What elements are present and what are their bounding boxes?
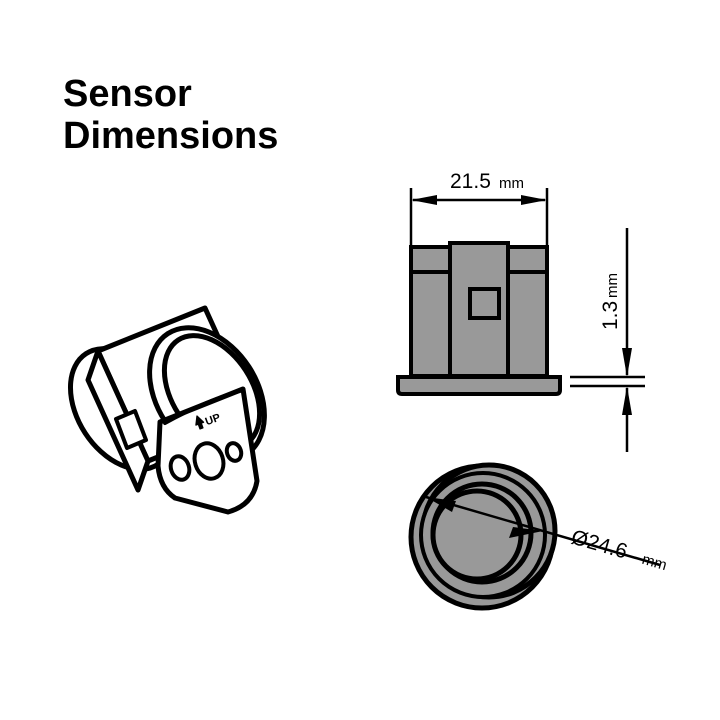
diameter-arrow-start-icon <box>426 497 456 512</box>
width-arrow-left-icon <box>411 195 437 205</box>
width-arrow-right-icon <box>521 195 547 205</box>
diameter-unit: mm <box>640 551 669 574</box>
up-label: UP <box>204 412 222 429</box>
side-base-flange <box>396 375 562 396</box>
side-square-feature <box>468 287 501 320</box>
title-line-2: Dimensions <box>63 115 278 157</box>
iso-aperture-small-right <box>224 441 244 463</box>
isometric-sensor-view <box>67 305 267 515</box>
width-unit: mm <box>499 175 524 192</box>
top-plan-view <box>408 462 558 611</box>
diameter-arrow-end-icon <box>509 527 543 538</box>
width-value: 21.5 <box>450 170 491 193</box>
title-line-1: Sensor <box>63 73 192 115</box>
iso-up-marking-band <box>163 388 245 425</box>
iso-up-marking: UP <box>195 412 222 430</box>
side-elevation-view <box>396 241 562 396</box>
dimension-thickness-1-3mm <box>570 228 645 452</box>
dimension-width-21-5mm <box>409 188 549 247</box>
dimension-diameter-24-6mm <box>425 495 661 567</box>
side-left-panel <box>409 245 454 378</box>
page-title: Sensor Dimensions <box>63 73 278 157</box>
thickness-arrow-bottom-icon <box>622 386 632 415</box>
thickness-unit: mm <box>604 273 621 298</box>
iso-aperture-small-left <box>168 454 192 482</box>
up-arrow-icon <box>195 415 205 430</box>
iso-aperture-large-center <box>192 441 226 481</box>
iso-side-window <box>114 409 148 450</box>
dimension-thickness-label: 1.3 mm <box>599 273 622 330</box>
dimension-width-label: 21.5 mm <box>450 170 524 193</box>
side-right-panel <box>504 245 549 378</box>
thickness-arrow-top-icon <box>622 348 632 377</box>
thickness-value: 1.3 <box>599 301 622 330</box>
